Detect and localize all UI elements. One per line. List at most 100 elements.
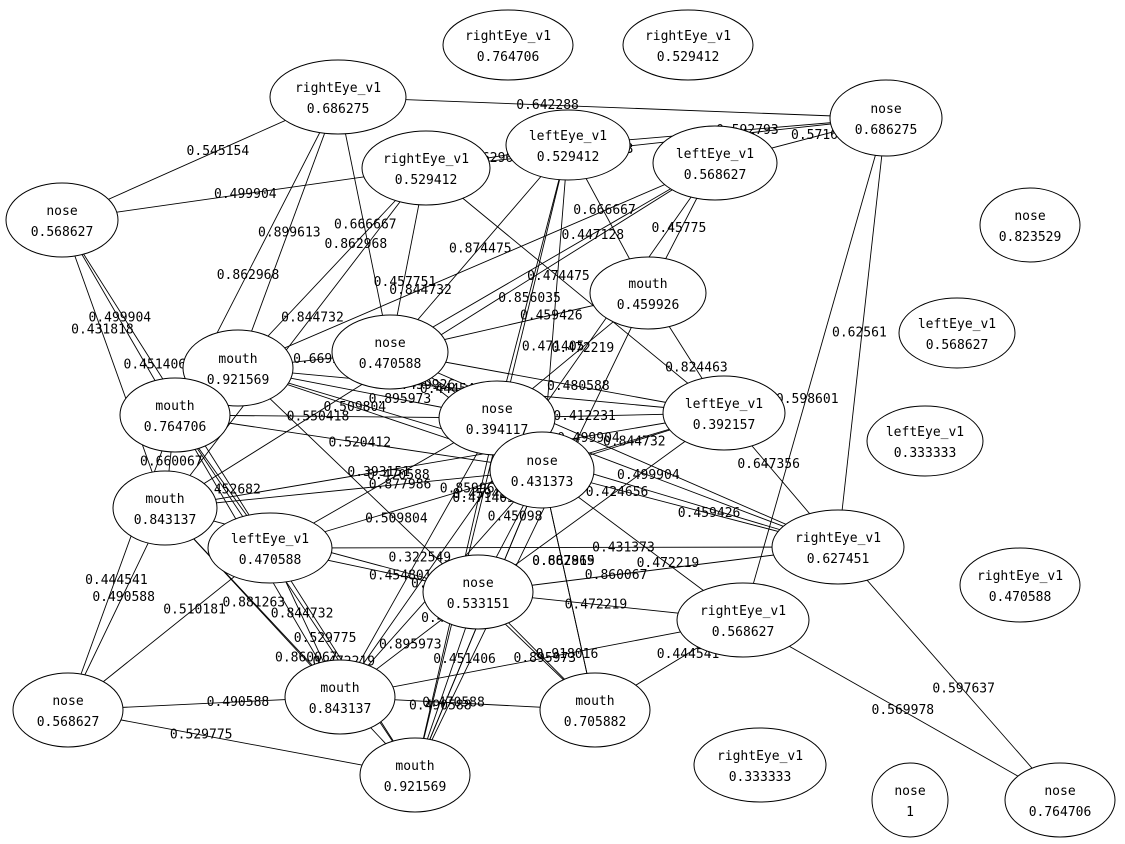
graph-node: mouth 0.921569 [359, 737, 471, 813]
graph-edge [237, 162, 716, 369]
node-ellipse [959, 547, 1081, 623]
node-score: 0.333333 [729, 770, 792, 785]
node-score: 0.529412 [657, 50, 720, 65]
edge-weight-label: 0.844732 [603, 435, 666, 450]
node-layer: rightEye_v10.764706rightEye_v10.529412ri… [5, 9, 1116, 838]
graph-edge [837, 117, 887, 548]
graph-edge [742, 619, 1061, 801]
graph-edge [337, 96, 887, 119]
edge-weight-label: 0.824463 [665, 360, 728, 375]
node-score: 0.921569 [384, 780, 447, 795]
node-score: 0.568627 [37, 715, 100, 730]
node-ellipse [652, 125, 778, 201]
node-ellipse [361, 130, 491, 206]
node-score: 0.705882 [564, 715, 627, 730]
graph-edge [61, 219, 166, 509]
edge-weight-label: 0.660067 [140, 455, 203, 470]
graph-node: nose 0.533151 [422, 554, 534, 630]
node-ellipse [898, 297, 1016, 369]
node-label: leftEye_v1 [685, 397, 763, 412]
edge-weight-label: 0.859967 [440, 482, 503, 497]
edge-weight-label: 0.474475 [527, 269, 590, 284]
edge-weight-label: 0.509804 [324, 400, 387, 415]
node-label: mouth [395, 759, 434, 774]
node-label: leftEye_v1 [886, 425, 964, 440]
node-score: 0.529412 [395, 173, 458, 188]
node-score: 0.823529 [999, 230, 1062, 245]
edge-weight-label: 0.569978 [872, 703, 935, 718]
node-label: nose [462, 576, 493, 591]
node-ellipse [331, 314, 449, 390]
edge-weight-label: 0.499904 [214, 187, 277, 202]
edge-weight-label: 0.860067 [585, 568, 648, 583]
edge-weight-label: 0.447128 [562, 228, 625, 243]
node-score: 0.533151 [447, 597, 510, 612]
node-ellipse [119, 377, 231, 453]
node-score: 0.333333 [894, 446, 957, 461]
node-label: nose [526, 454, 557, 469]
graph-node: leftEye_v10.568627 [652, 125, 778, 201]
graph-node: rightEye_v10.686275 [269, 59, 407, 135]
graph-edge [164, 507, 416, 776]
edge-weight-label: 0.642288 [516, 98, 579, 113]
edge-weight-label: 0.454801 [369, 568, 432, 583]
node-label: rightEye_v1 [295, 81, 381, 96]
edge-weight-label: 0.459426 [678, 506, 741, 521]
edge-weight-label: 0.452682 [198, 482, 261, 497]
node-ellipse [1004, 762, 1116, 838]
edge-weight-label: 0.895973 [369, 392, 432, 407]
node-score: 0.459926 [617, 298, 680, 313]
edge-weight-label: 0.490588 [92, 590, 155, 605]
edge-weight-label: 0.844732 [271, 607, 334, 622]
edge-weight-label: 0.472219 [552, 341, 615, 356]
node-score: 0.627451 [807, 552, 870, 567]
graph-edge [237, 167, 427, 369]
node-ellipse [539, 672, 651, 748]
edge-weight-label: 0.545154 [187, 144, 250, 159]
node-score: 0.843137 [309, 702, 372, 717]
node-label: nose [870, 102, 901, 117]
edge-weight-label: 0.472219 [637, 556, 700, 571]
edge-weight-label: 0.393151 [347, 465, 410, 480]
graph-edge [837, 546, 1061, 801]
node-ellipse [676, 582, 810, 658]
node-score: 0.568627 [684, 168, 747, 183]
node-score: 0.764706 [1029, 805, 1092, 820]
node-ellipse [489, 431, 595, 509]
node-score: 0.568627 [712, 625, 775, 640]
node-ellipse [5, 182, 119, 258]
graph-node: leftEye_v1 0.333333 [866, 405, 984, 477]
edge-weight-label: 0.529775 [170, 728, 233, 743]
graph-edge [237, 367, 596, 711]
node-ellipse [359, 737, 471, 813]
node-ellipse [442, 9, 574, 81]
edge-weight-label: 0.451406 [433, 652, 496, 667]
graph-node: rightEye_v10.764706 [442, 9, 574, 81]
edge-weight-label: 0.874475 [449, 242, 512, 257]
edge-weight-label: 0.597637 [932, 682, 995, 697]
edge-weight-label: 0.45775 [652, 221, 707, 236]
edge-weight-label: 0.412231 [553, 409, 616, 424]
edge-weight-label: 0.856035 [498, 291, 561, 306]
node-ellipse [284, 659, 396, 735]
edge-weight-label: 0.470588 [422, 696, 485, 711]
edge-weight-label: 0.877986 [369, 477, 432, 492]
node-score: 0.686275 [855, 123, 918, 138]
node-label: leftEye_v1 [529, 129, 607, 144]
node-label: rightEye_v1 [645, 29, 731, 44]
graph-node: rightEye_v10.470588 [959, 547, 1081, 623]
node-label: nose [374, 336, 405, 351]
node-label: mouth [628, 277, 667, 292]
node-ellipse [505, 109, 631, 181]
node-label: nose [52, 694, 83, 709]
edge-weight-label: 0.490588 [207, 695, 270, 710]
graph-edge [477, 412, 725, 593]
edge-weight-label: 0.862968 [217, 268, 280, 283]
